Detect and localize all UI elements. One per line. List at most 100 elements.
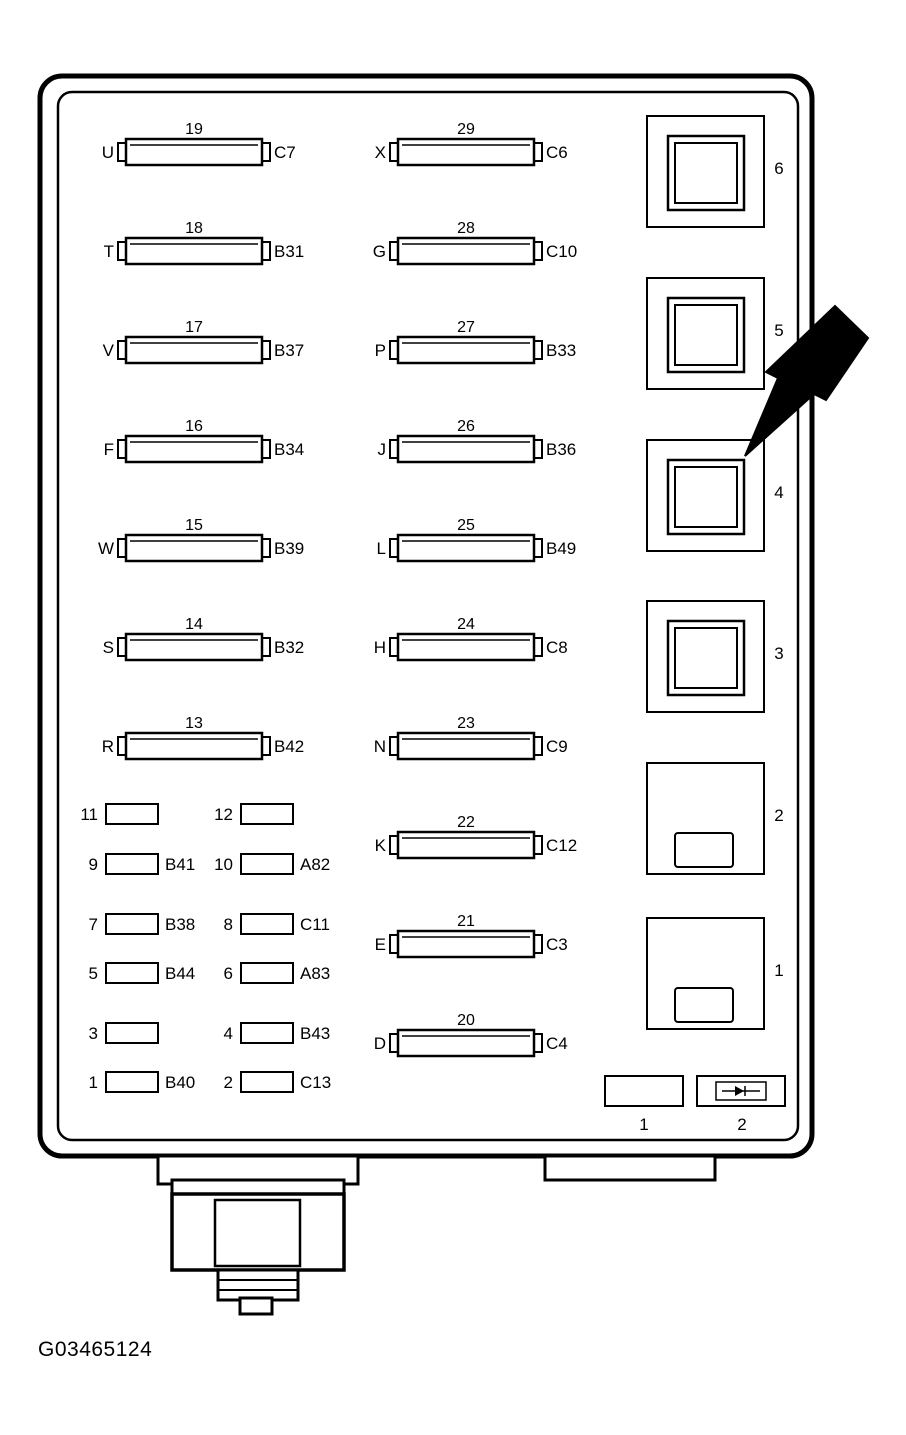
mini-fuse-code: B41 — [165, 855, 195, 874]
fuse-21[interactable]: 21E C3 — [375, 913, 568, 959]
fuse-body — [396, 335, 536, 365]
fuse-pin-label-right: C10 — [546, 242, 577, 261]
terminal-stud — [156, 1154, 360, 1316]
fuse-body — [124, 335, 264, 365]
mini-fuse-number: 5 — [89, 964, 98, 983]
mini-fuse-9[interactable]: 9 B41 — [89, 853, 196, 875]
relay-4[interactable]: 4 — [646, 439, 784, 552]
relay-body — [666, 458, 746, 536]
fuse-body — [396, 434, 536, 464]
relay-body — [666, 296, 746, 374]
relay-number: 2 — [774, 806, 783, 825]
mini-fuse-code: A83 — [300, 964, 330, 983]
fuse-pin-label-right: B34 — [274, 440, 304, 459]
fuse-number: 25 — [457, 517, 475, 534]
mini-fuse-body — [105, 1022, 159, 1044]
fuse-number: 16 — [185, 418, 203, 435]
fuse-body — [396, 236, 536, 266]
mini-fuse-code: B43 — [300, 1024, 330, 1043]
fuse-pin-label-right: B31 — [274, 242, 304, 261]
mini-fuse-code: A82 — [300, 855, 330, 874]
relay-number: 4 — [774, 483, 783, 502]
mini-fuse-body — [240, 853, 294, 875]
relay-number: 5 — [774, 321, 783, 340]
arrow-pointer-icon — [744, 304, 870, 457]
fuse-pin-label-right: C3 — [546, 935, 568, 954]
fuse-body — [396, 632, 536, 662]
fuse-body — [124, 434, 264, 464]
fuse-body — [396, 830, 536, 860]
fuse-pin-label-right: B39 — [274, 539, 304, 558]
fuse-number: 21 — [457, 913, 475, 930]
fuse-number: 26 — [457, 418, 475, 435]
fuse-pin-label-right: C7 — [274, 143, 296, 162]
mini-fuse-number: 12 — [214, 805, 233, 824]
fuse-pin-label-right: B32 — [274, 638, 304, 657]
fuse-pin-label-left: E — [375, 935, 386, 954]
bottom-module-2[interactable]: 2 — [696, 1075, 786, 1134]
fuse-pin-label-left: J — [378, 440, 387, 459]
fuse-pin-label-right: C12 — [546, 836, 577, 855]
mini-fuse-body — [105, 803, 159, 825]
fuse-pin-label-left: P — [375, 341, 386, 360]
figure-id: G03465124 — [38, 1338, 153, 1361]
bottom-module-1[interactable]: 1 — [604, 1075, 684, 1134]
mini-fuse-number: 4 — [224, 1024, 233, 1043]
diode-icon — [722, 1086, 760, 1096]
relay-3[interactable]: 3 — [646, 600, 784, 713]
module-number: 2 — [737, 1115, 746, 1134]
mini-fuse-number: 3 — [89, 1024, 98, 1043]
mini-fuse-12[interactable]: 12 — [214, 803, 294, 825]
fuse-number: 17 — [185, 319, 203, 336]
mini-fuse-11[interactable]: 11 — [80, 803, 159, 825]
relay-number: 3 — [774, 644, 783, 663]
fuse-pin-label-left: H — [374, 638, 386, 657]
fuse-pin-label-right: B42 — [274, 737, 304, 756]
fuse-number: 22 — [457, 814, 475, 831]
fuse-pin-label-left: X — [375, 143, 386, 162]
fuse-pin-label-right: B36 — [546, 440, 576, 459]
mini-fuse-4[interactable]: 4 B43 — [224, 1022, 331, 1044]
mini-fuse-body — [240, 803, 294, 825]
fuse-pin-label-left: T — [104, 242, 114, 261]
fuse-body — [124, 632, 264, 662]
mini-fuse-number: 9 — [89, 855, 98, 874]
mini-fuse-10[interactable]: 10 A82 — [214, 853, 330, 875]
relay-1[interactable]: 1 — [646, 917, 784, 1030]
module-number: 1 — [639, 1115, 648, 1134]
relay-2[interactable]: 2 — [646, 762, 784, 875]
fuse-body — [396, 137, 536, 167]
fuse-body — [124, 731, 264, 761]
fuse-26[interactable]: 26J B36 — [378, 418, 577, 464]
relay-6[interactable]: 6 — [646, 115, 784, 228]
fuse-number: 28 — [457, 220, 475, 237]
mini-fuse-3[interactable]: 3 — [89, 1022, 159, 1044]
fuse-number: 15 — [185, 517, 203, 534]
fuse-pin-label-right: B37 — [274, 341, 304, 360]
relay-5[interactable]: 5 — [646, 277, 784, 390]
mini-fuse-number: 10 — [214, 855, 233, 874]
